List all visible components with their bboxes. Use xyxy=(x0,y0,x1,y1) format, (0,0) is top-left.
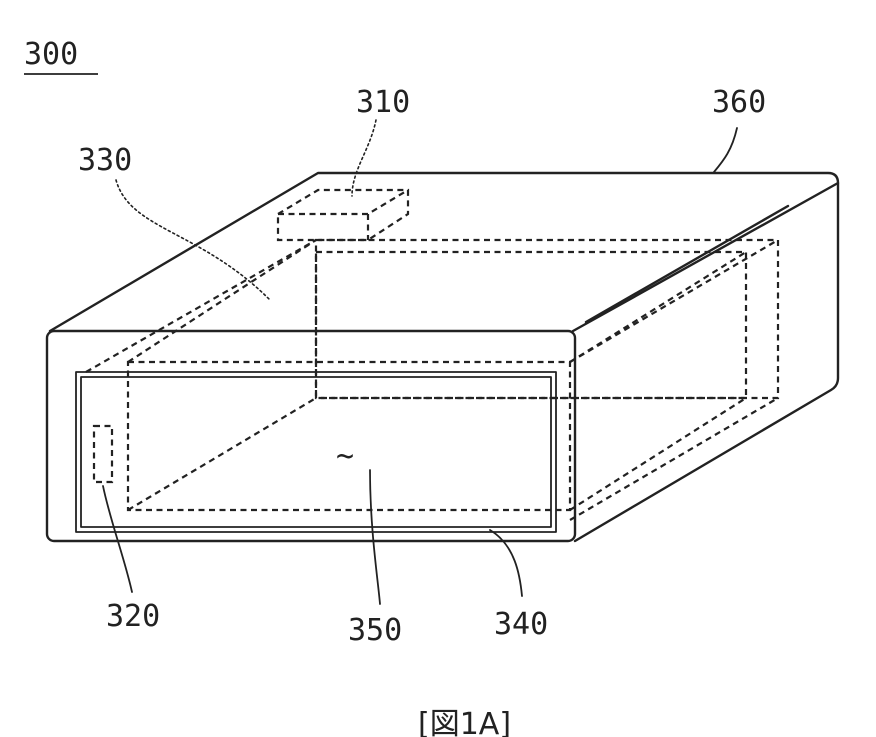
leader-360 xyxy=(714,128,737,172)
label-310: 310 xyxy=(356,85,410,120)
door-inner-frame xyxy=(81,377,551,527)
chamber-back-rect xyxy=(316,240,778,398)
housing-top-groove xyxy=(586,206,788,322)
label-360: 360 xyxy=(712,85,766,120)
chamber-edge-tl xyxy=(128,240,316,362)
chamber-edge-bl xyxy=(128,398,316,510)
chamber-edge-tr-outer xyxy=(570,240,778,362)
label-300: 300 xyxy=(24,37,78,72)
figure-caption: [図1A] xyxy=(418,707,511,737)
component-310 xyxy=(278,190,408,240)
chamber-hidden-lines xyxy=(86,240,778,520)
wave-symbol: ~ xyxy=(336,439,354,474)
chamber-edge-tr xyxy=(570,252,746,362)
label-340: 340 xyxy=(494,607,548,642)
component-320 xyxy=(94,426,112,482)
chamber-edge-br-outer xyxy=(570,398,778,520)
reference-labels: 310 360 330 320 350 340 xyxy=(78,85,766,648)
chamber-edge-top-front xyxy=(86,240,316,372)
leader-310 xyxy=(352,120,376,196)
label-320: 320 xyxy=(106,599,160,634)
leader-350 xyxy=(370,470,380,604)
component-310-edges xyxy=(278,190,408,240)
housing-right-face xyxy=(575,183,838,541)
label-330: 330 xyxy=(78,143,132,178)
chamber-front-rect xyxy=(128,362,570,510)
label-350: 350 xyxy=(348,613,402,648)
figure-number: 300 xyxy=(24,37,98,74)
leader-330 xyxy=(116,180,270,300)
